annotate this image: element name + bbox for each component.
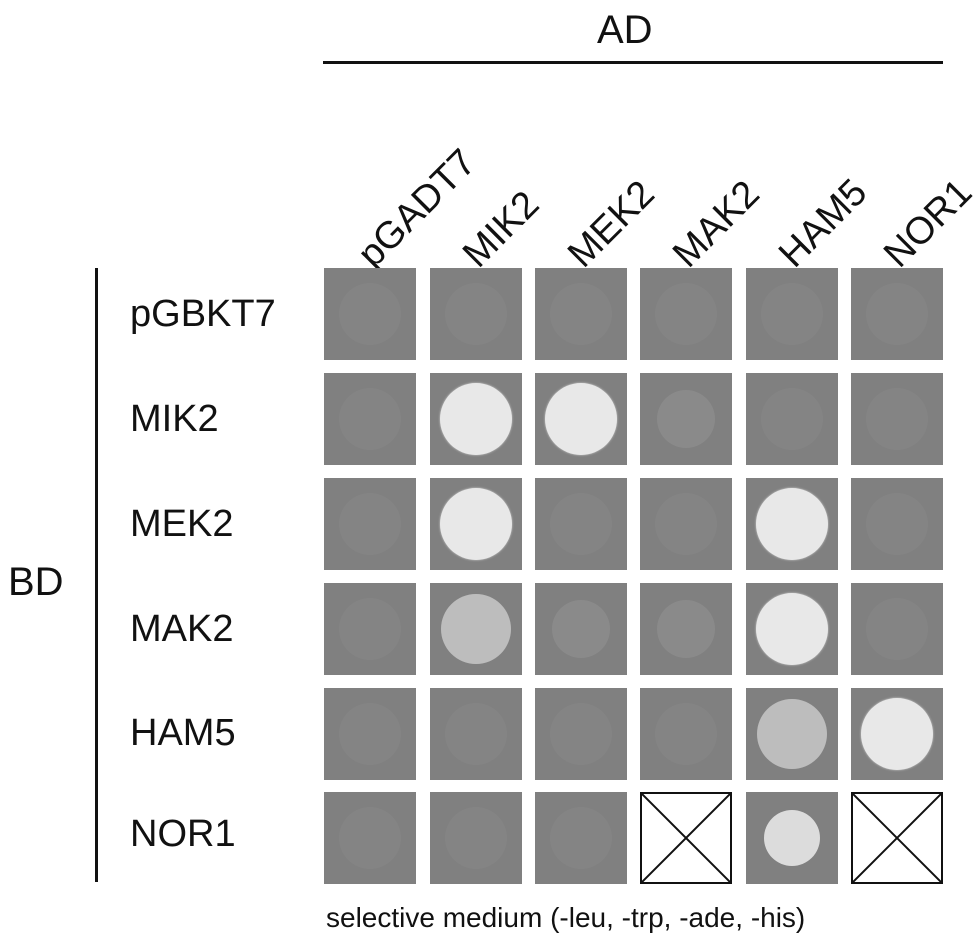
growth-cell [535,373,627,465]
colony-spot [655,703,717,765]
colony-spot [339,388,401,450]
growth-cell [851,268,943,360]
growth-cell [430,478,522,570]
growth-cell [430,688,522,780]
not-tested-cell [640,792,732,884]
colony-spot [764,810,820,866]
colony-spot [445,703,507,765]
growth-cell [535,792,627,884]
ad-header-line [323,61,943,64]
growth-cell [430,583,522,675]
bd-row-label: MAK2 [130,608,234,650]
growth-cell [851,478,943,570]
not-tested-cell [851,792,943,884]
ad-column-label: MAK2 [665,172,768,276]
bd-row-label: MIK2 [130,398,219,440]
growth-cell [746,478,838,570]
colony-spot [550,807,612,869]
colony-spot [861,698,933,770]
bd-row-label: HAM5 [130,712,236,754]
colony-spot [657,390,715,448]
colony-spot [339,807,401,869]
bd-header-label: BD [8,560,64,604]
growth-cell [535,478,627,570]
growth-cell [640,373,732,465]
bd-row-label: pGBKT7 [130,293,276,335]
growth-cell [535,268,627,360]
growth-cell [324,688,416,780]
growth-cell [430,373,522,465]
colony-spot [445,283,507,345]
medium-caption: selective medium (-leu, -trp, -ade, -his… [326,902,806,933]
growth-cell [851,583,943,675]
growth-cell [640,583,732,675]
growth-cell [535,583,627,675]
colony-spot [761,388,823,450]
colony-spot [655,493,717,555]
colony-spot [866,493,928,555]
colony-spot [552,600,610,658]
growth-cell [640,478,732,570]
bd-row-label: NOR1 [130,813,236,855]
growth-cell [746,688,838,780]
growth-cell [746,792,838,884]
growth-cell [640,268,732,360]
colony-spot [441,594,511,664]
growth-cell [430,792,522,884]
colony-spot [440,488,512,560]
bd-header-line [95,268,98,882]
colony-spot [440,383,512,455]
colony-spot [339,283,401,345]
growth-cell [851,688,943,780]
ad-column-label: MIK2 [455,183,548,276]
growth-cell [430,268,522,360]
ad-header-label: AD [597,8,653,52]
ad-column-label: NOR1 [876,171,974,276]
cross-icon [642,794,730,882]
colony-spot [761,283,823,345]
colony-spot [550,493,612,555]
cross-icon [853,794,941,882]
colony-spot [757,699,827,769]
growth-cell [324,478,416,570]
colony-spot [756,593,828,665]
colony-spot [756,488,828,560]
growth-cell [851,373,943,465]
colony-spot [550,283,612,345]
colony-spot [866,283,928,345]
growth-cell [746,373,838,465]
colony-spot [339,598,401,660]
colony-spot [657,600,715,658]
colony-spot [866,598,928,660]
growth-cell [324,792,416,884]
growth-cell [640,688,732,780]
colony-spot [339,493,401,555]
growth-cell [746,268,838,360]
growth-cell [324,583,416,675]
colony-spot [545,383,617,455]
colony-spot [445,807,507,869]
ad-column-label: HAM5 [771,171,876,276]
colony-spot [866,388,928,450]
growth-cell [324,268,416,360]
colony-spot [655,283,717,345]
colony-spot [339,703,401,765]
growth-cell [746,583,838,675]
colony-spot [550,703,612,765]
growth-cell [324,373,416,465]
ad-column-label: MEK2 [560,172,663,276]
growth-cell [535,688,627,780]
bd-row-label: MEK2 [130,503,234,545]
